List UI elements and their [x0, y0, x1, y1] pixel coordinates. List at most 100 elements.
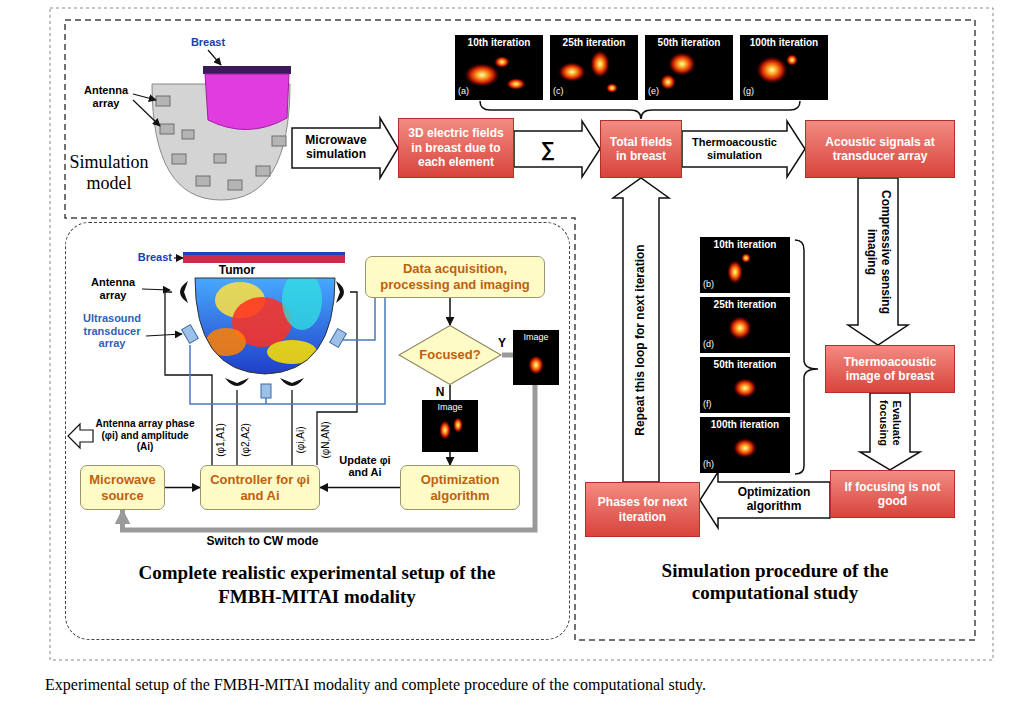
signal-label: (φ1,A1) — [215, 415, 227, 465]
image-caption: Image — [513, 332, 559, 342]
image-caption: 50th iteration — [645, 37, 733, 49]
iteration-images-right-part — [741, 253, 751, 263]
part-label: Ultrasound transducer array — [80, 312, 144, 350]
edge-label: Optimization algorithm — [722, 486, 826, 514]
arrow — [320, 487, 400, 489]
iteration-images-right-part — [700, 417, 790, 473]
panel-letter: (f) — [703, 399, 727, 409]
box-text: Total fields in breast — [604, 135, 678, 164]
setup-illustration-part-part — [267, 340, 317, 364]
box-text: Microwave source — [84, 472, 161, 503]
setup-illustration-part — [183, 255, 345, 263]
setup-illustration-part-part — [261, 384, 271, 398]
setup-illustration-part — [183, 252, 345, 255]
block-arrow — [514, 121, 600, 177]
panel-letter: (e) — [648, 86, 672, 96]
panel-letter: (d) — [703, 339, 727, 349]
branch-label: Y — [498, 337, 512, 351]
iteration-images-top-part — [455, 35, 543, 100]
iteration-images-right-part — [733, 438, 757, 458]
edge-label: Update φi and Ai — [334, 454, 396, 479]
process-box: Controller for φi and Ai — [200, 465, 320, 510]
simulation-model-part — [208, 50, 221, 65]
simulation-model-part-part — [182, 130, 194, 139]
image-caption: 10th iteration — [455, 37, 543, 49]
setup-illustration-part — [280, 378, 304, 386]
iteration-images-right-part — [727, 260, 743, 284]
image-caption: 100th iteration — [740, 37, 828, 49]
setup-illustration-part — [180, 281, 188, 303]
image-caption: 50th iteration — [700, 359, 790, 371]
iteration-images-top-part — [645, 35, 733, 100]
part-label: Breast — [126, 251, 172, 264]
simulation-model-part — [205, 74, 289, 130]
process-box: Thermoacoustic image of breast — [825, 345, 955, 393]
simulation-model-part — [292, 118, 398, 178]
part-label: Tumor — [212, 264, 262, 278]
simulation-model-part-part — [160, 124, 174, 134]
iteration-images-top-part — [550, 35, 638, 100]
iteration-images-top-part — [606, 83, 618, 93]
image-caption: 25th iteration — [700, 299, 790, 311]
setup-illustration-part — [182, 325, 347, 398]
box-text: Data acquisition, processing and imaging — [369, 261, 541, 292]
setup-illustration-part — [453, 417, 463, 433]
block-arrow — [700, 472, 830, 528]
panel-heading: Simulation procedure of the computationa… — [620, 560, 930, 604]
signal-label: (φN,AN) — [320, 415, 332, 465]
edge-label: Switch to CW mode — [183, 535, 343, 549]
setup-illustration-part — [336, 281, 344, 303]
iteration-images-right-part — [733, 378, 757, 398]
part-label: Breast — [183, 36, 233, 49]
arrow-label: Microwave simulation — [296, 134, 376, 162]
caption: Experimental setup of the FMBH-MITAI mod… — [45, 676, 985, 694]
block-arrow — [682, 121, 805, 177]
iteration-images-top-part — [558, 62, 586, 82]
signal-label: (φ2,A2) — [240, 415, 252, 465]
block-arrow — [848, 178, 908, 345]
setup-illustration-part — [513, 330, 559, 385]
panel-letter: (a) — [458, 86, 482, 96]
diamond-shape — [399, 326, 501, 385]
process-box: If focusing is not good — [830, 470, 955, 518]
simulation-model — [133, 50, 398, 200]
iteration-images-right-part — [795, 240, 818, 474]
image-caption: 10th iteration — [700, 239, 790, 251]
edge-label: Thermoacoustic simulation — [686, 136, 783, 161]
setup-illustration-part — [225, 378, 249, 386]
box-text: Controller for φi and Ai — [204, 472, 316, 503]
block-arrow — [613, 178, 669, 482]
iteration-images-top-part — [740, 35, 828, 100]
simulation-model-part-part — [228, 180, 242, 190]
simulation-model-part — [203, 66, 291, 74]
process-box: Acoustic signals at transducer array — [805, 120, 955, 178]
panel-title: Simulation model — [62, 152, 156, 193]
iteration-images-top-part — [660, 74, 676, 90]
iteration-images-top-part — [464, 63, 500, 87]
process-box: Microwave source — [80, 465, 165, 510]
setup-illustration-part — [68, 424, 93, 448]
simulation-model-part-part — [272, 136, 286, 146]
simulation-model-part-part — [156, 96, 170, 106]
setup-illustration-part-part — [206, 328, 246, 356]
decision-diamond: Focused? — [398, 325, 502, 385]
edge-label: Evaluate focusing — [877, 397, 902, 448]
iteration-images-top-part — [494, 56, 510, 68]
signal-label: (φi,Ai) — [295, 415, 307, 465]
box-text: 3D electric fields in breast due to each… — [402, 126, 510, 169]
iteration-images-top-part — [506, 78, 526, 90]
process-box: 3D electric fields in breast due to each… — [398, 118, 514, 178]
part-label: Antenna array — [86, 276, 140, 301]
setup-illustration-part-part — [282, 270, 322, 330]
image-caption: 25th iteration — [550, 37, 638, 49]
frame-part — [65, 20, 975, 640]
setup-illustration-part — [142, 289, 170, 290]
iteration-images-right-part — [700, 237, 790, 293]
image-caption: Image — [422, 402, 478, 412]
panel-heading: Complete realistic experimental setup of… — [132, 561, 502, 609]
box-text: Thermoacoustic image of breast — [829, 355, 951, 384]
block-arrow — [860, 393, 920, 470]
iteration-images-right-part — [728, 316, 752, 340]
setup-illustration-part — [439, 420, 451, 440]
setup-illustration-part-part — [317, 292, 357, 465]
